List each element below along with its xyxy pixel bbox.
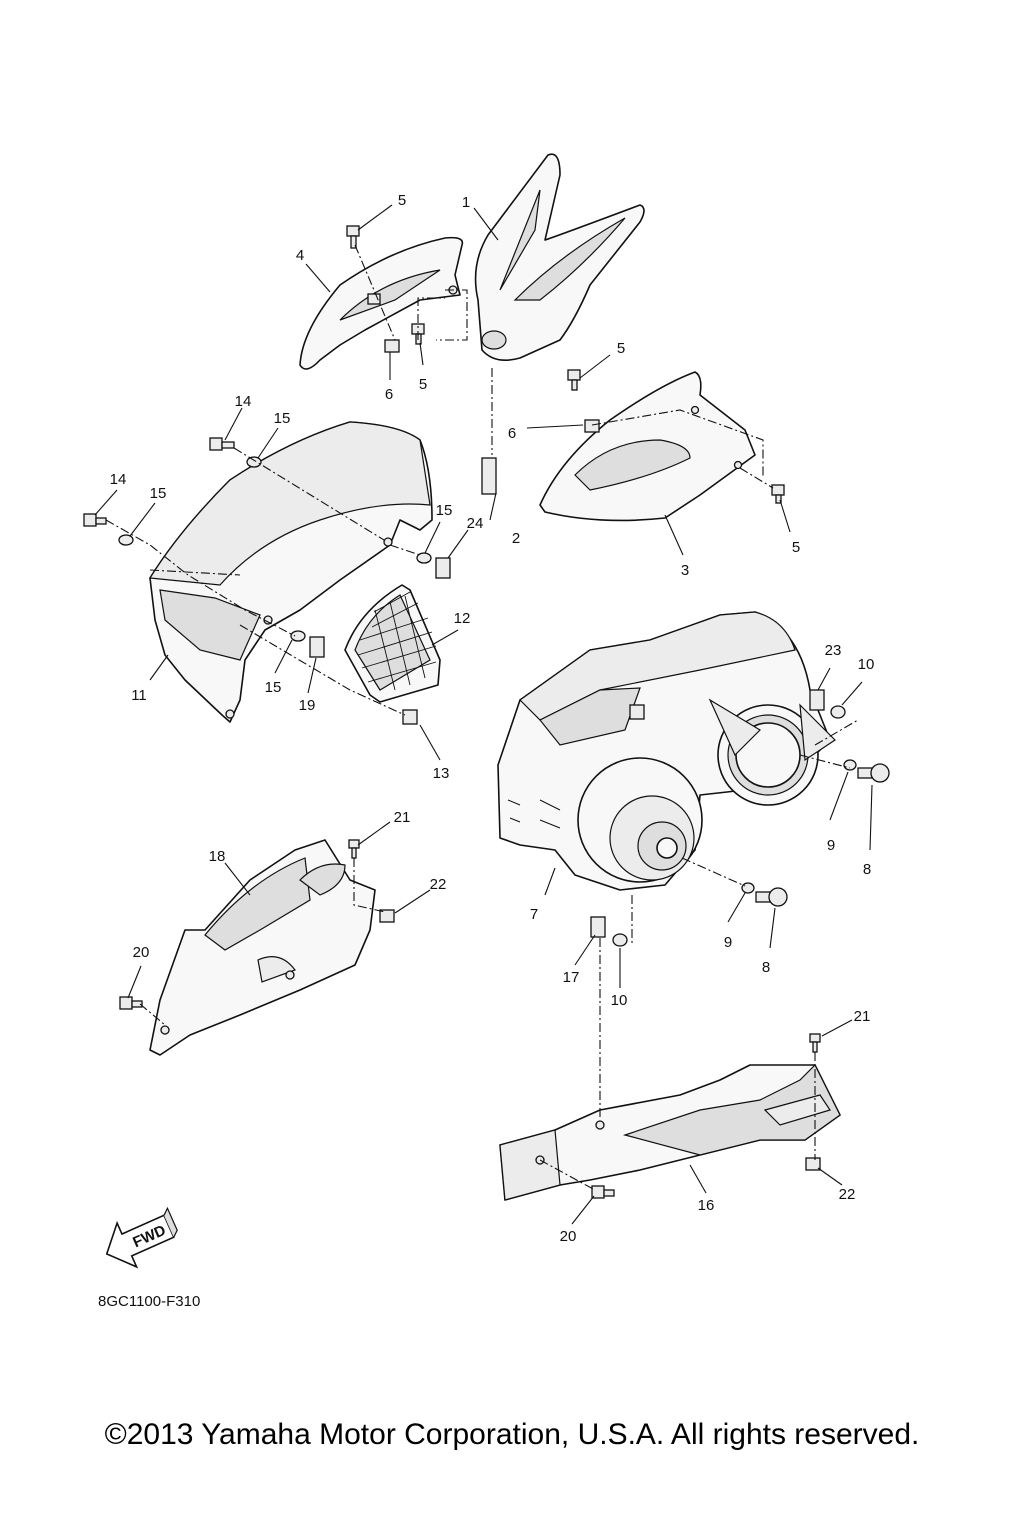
part-11-cover: [148, 421, 433, 723]
bolt-8a: [857, 763, 890, 783]
washer-15a: [246, 456, 262, 468]
callout-3: 3: [681, 562, 689, 579]
bolt-5a: [346, 225, 360, 249]
washer-10a: [830, 705, 846, 719]
callout-20a: 20: [133, 944, 150, 961]
callout-21b: 21: [854, 1008, 871, 1025]
bolt-14a: [209, 437, 235, 451]
fwd-arrow-icon: FWD: [105, 1206, 178, 1269]
part-12-grille: [344, 584, 441, 703]
callout-19: 19: [299, 697, 316, 714]
leader-lines: [94, 204, 873, 1225]
callout-10a: 10: [858, 656, 875, 673]
callout-8a: 8: [863, 861, 871, 878]
callout-9b: 9: [724, 934, 732, 951]
callout-12: 12: [454, 610, 471, 627]
callout-15c: 15: [436, 502, 453, 519]
callout-8b: 8: [762, 959, 770, 976]
callout-16: 16: [698, 1197, 715, 1214]
callout-6b: 6: [508, 425, 516, 442]
washer-9b: [741, 882, 755, 894]
washer-9a: [843, 759, 857, 771]
copyright-notice: ©2013 Yamaha Motor Corporation, U.S.A. A…: [104, 1418, 920, 1451]
callout-11: 11: [131, 687, 147, 704]
callout-23: 23: [825, 642, 842, 659]
bolt-5d: [771, 484, 785, 504]
bolt-21b: [809, 1033, 821, 1053]
callout-10b: 10: [611, 992, 628, 1009]
callout-17: 17: [563, 969, 580, 986]
callout-6a: 6: [385, 386, 393, 403]
callout-21a: 21: [394, 809, 411, 826]
clip-23: [809, 689, 825, 711]
callout-20b: 20: [560, 1228, 577, 1245]
washer-15c: [416, 552, 432, 564]
callout-13: 13: [433, 765, 450, 782]
callout-2: 2: [512, 530, 520, 547]
callout-9a: 9: [827, 837, 835, 854]
callout-5a: 5: [398, 192, 406, 209]
nut-4: [367, 293, 381, 305]
clip-13: [402, 709, 418, 725]
clip-17: [590, 916, 606, 938]
diagram-code: 8GC1100-F310: [98, 1293, 201, 1310]
callout-18: 18: [209, 848, 226, 865]
part-4-side-panel: [299, 236, 464, 370]
part-7-belt-cover: [497, 611, 836, 891]
callout-5d: 5: [792, 539, 800, 556]
callout-4: 4: [296, 247, 304, 264]
callout-14b: 14: [110, 471, 127, 488]
clip-2: [481, 457, 497, 495]
callout-5b: 5: [419, 376, 427, 393]
bolt-20a: [119, 996, 143, 1010]
washer-15b: [118, 534, 134, 546]
part-1-top-cowl: [474, 153, 645, 361]
callout-5c: 5: [617, 340, 625, 357]
part-18-lower-cover: [149, 839, 376, 1056]
washer-15d: [290, 630, 306, 642]
clip-24: [435, 557, 451, 579]
bolt-14b: [83, 513, 107, 527]
callouts: 1 2 3 4 5 5 5 5 6 6 7 8 8 9 9 10 10 11 1…: [110, 192, 875, 1245]
nut-6b: [584, 419, 600, 433]
bolt-21a: [348, 839, 360, 859]
callout-15b: 15: [150, 485, 167, 502]
clip-19: [309, 636, 325, 658]
part-3-side-panel: [539, 371, 756, 522]
callout-22a: 22: [430, 876, 447, 893]
bolt-8b: [755, 887, 788, 907]
nut-22a: [379, 909, 395, 923]
nut-6a: [384, 339, 400, 353]
bolt-5c: [567, 369, 581, 391]
bolt-20b: [591, 1185, 615, 1199]
callout-24: 24: [467, 515, 484, 532]
callout-15d: 15: [265, 679, 282, 696]
assembly-lines: [105, 244, 859, 1191]
washer-10b: [612, 933, 628, 947]
callout-15a: 15: [274, 410, 291, 427]
callout-22b: 22: [839, 1186, 856, 1203]
callout-7: 7: [530, 906, 538, 923]
callout-1: 1: [462, 194, 470, 211]
part-16-lower-cover: [499, 1063, 841, 1201]
nut-22b: [805, 1157, 821, 1171]
callout-14a: 14: [235, 393, 252, 410]
